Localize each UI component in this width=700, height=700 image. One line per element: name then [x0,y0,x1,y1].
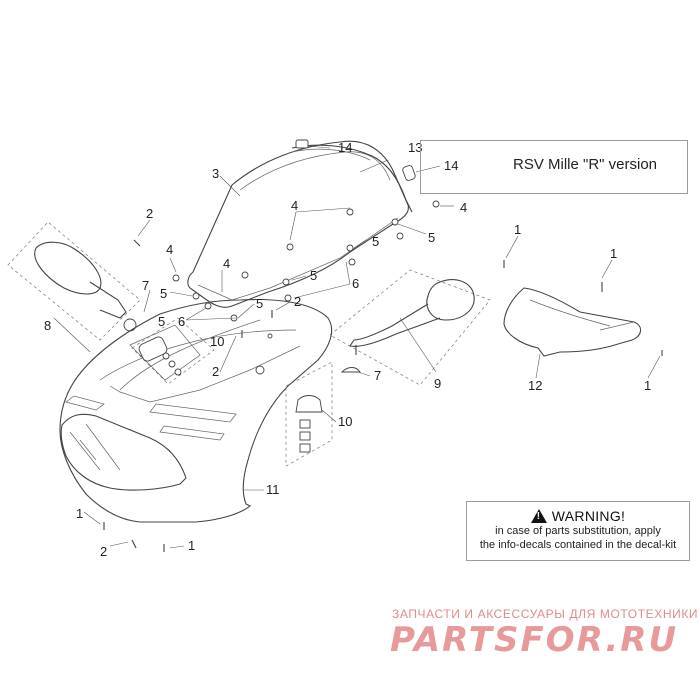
callout-4d: 4 [460,200,467,215]
side-panel [503,287,642,357]
callout-4b: 4 [223,256,230,271]
watermark-subtitle: ЗАПЧАСТИ И АКСЕССУАРЫ ДЛЯ МОТОТЕХНИКИ [392,607,699,621]
callout-2c: 2 [212,364,219,379]
callout-1c: 1 [644,378,651,393]
callout-1a: 1 [514,222,521,237]
callout-5e: 5 [160,286,167,301]
callout-1b: 1 [610,246,617,261]
callout-5c: 5 [310,268,317,283]
watermark-logo: PARTSFOR.RU [390,620,679,660]
callout-6a: 6 [352,276,359,291]
right-mirror [329,269,491,386]
callout-13: 13 [408,140,422,155]
callout-9: 9 [434,376,441,391]
callout-14b: 14 [444,158,458,173]
callout-7a: 7 [142,278,149,293]
callout-8: 8 [44,318,51,333]
callout-5f: 5 [158,314,165,329]
leader-lines [53,145,661,549]
callout-7b: 7 [374,368,381,383]
version-note-box: RSV Mille "R" version [420,140,688,194]
callout-2d: 2 [100,544,107,559]
callout-4c: 4 [166,242,173,257]
callout-labels: 3 4 4 4 4 13 14 14 2 2 2 2 5 5 5 5 5 5 6… [44,140,651,559]
callout-1e: 1 [188,538,195,553]
hardware-fasteners [103,200,663,552]
front-fairing [59,299,333,523]
warning-line-1: in case of parts substitution, apply [495,525,661,537]
callout-2b: 2 [294,294,301,309]
warning-title: WARNING! [467,508,689,524]
rivet-nut-parts [295,139,416,181]
bracket-assembly-right [285,361,333,467]
callout-3: 3 [212,166,219,181]
callout-4a: 4 [291,198,298,213]
callout-6b: 6 [178,314,185,329]
warning-line-2: the info-decals contained in the decal-k… [479,539,677,551]
callout-12: 12 [528,378,542,393]
callout-5d: 5 [256,296,263,311]
callout-14a: 14 [338,140,352,155]
bracket-assembly-left [131,317,215,385]
warning-triangle-icon [530,509,547,523]
callout-2a: 2 [146,206,153,221]
version-note: RSV Mille "R" version [513,156,658,173]
left-mirror [7,221,141,341]
callout-1d: 1 [76,506,83,521]
callout-10a: 10 [210,334,224,349]
windscreen [187,140,413,308]
callout-10b: 10 [338,414,352,429]
callout-11: 11 [266,482,280,497]
callout-5b: 5 [372,234,379,249]
callout-5a: 5 [428,230,435,245]
warning-box: WARNING! in case of parts substitution, … [466,501,690,561]
